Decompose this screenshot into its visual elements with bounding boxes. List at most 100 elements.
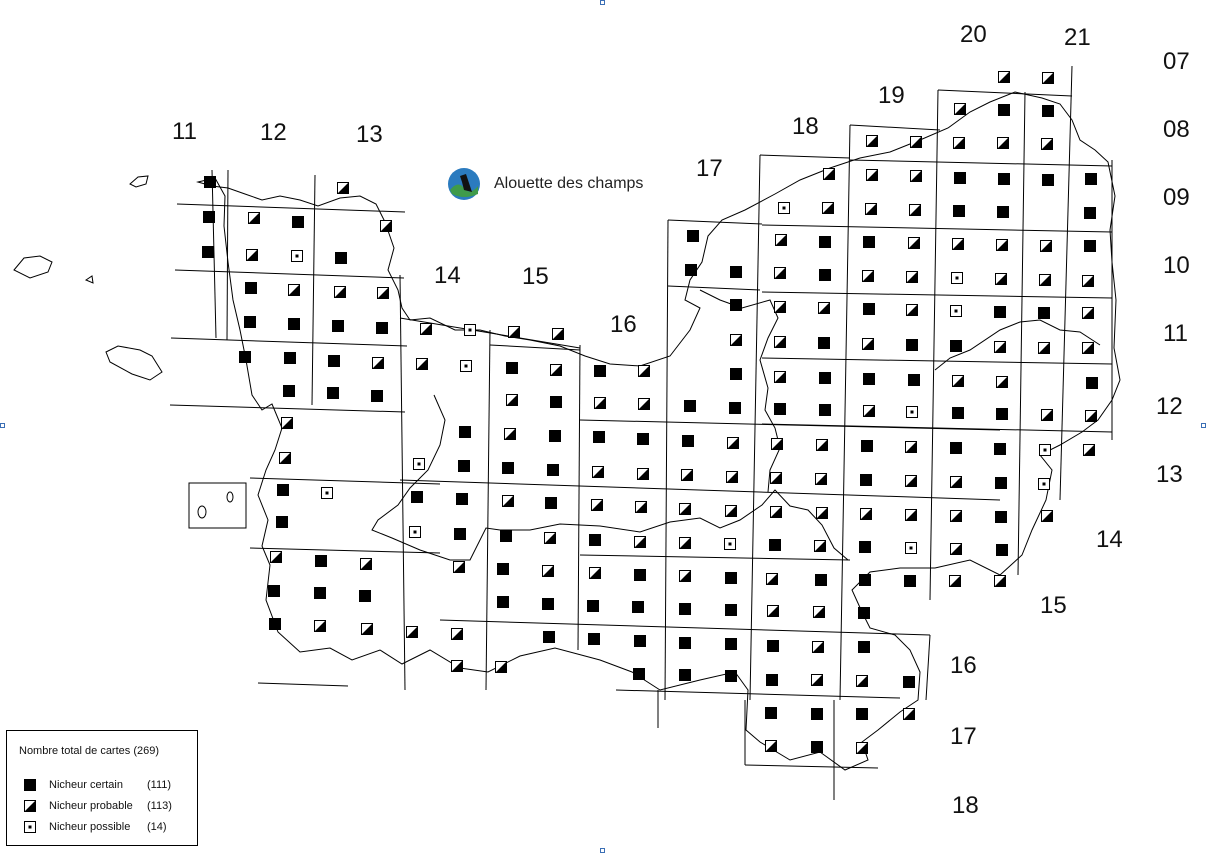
marker-probable [954,103,966,115]
marker-certain [1085,173,1097,185]
island-jersey [13,255,53,279]
marker-probable [866,169,878,181]
legend-row-probable: Nicheur probable (113) [19,795,187,816]
marker-certain [376,322,388,334]
selection-handle[interactable] [1201,423,1206,428]
marker-certain [637,433,649,445]
marker-probable [952,238,964,250]
marker-certain [811,708,823,720]
marker-probable [730,334,742,346]
marker-probable [380,220,392,232]
marker-certain [818,337,830,349]
grid-line [399,479,1001,501]
marker-certain [239,351,251,363]
marker-probable [679,503,691,515]
grid-line [176,203,406,213]
marker-probable [950,510,962,522]
marker-probable [906,304,918,316]
legend-label: Nicheur probable [49,799,133,812]
column-number-label: 14 [434,262,461,289]
island-small [84,275,94,284]
marker-certain [858,641,870,653]
marker-certain [996,408,1008,420]
marker-certain [335,252,347,264]
marker-possible [1039,444,1051,456]
marker-certain [679,603,691,615]
grid-line [761,291,1113,299]
grid-line [744,764,879,769]
marker-certain [547,464,559,476]
marker-possible [906,406,918,418]
marker-probable [997,137,1009,149]
marker-certain [277,484,289,496]
grid-line [929,89,939,601]
marker-probable [544,532,556,544]
marker-certain [908,374,920,386]
marker-certain [765,707,777,719]
grid-line [257,682,349,687]
marker-certain [679,669,691,681]
row-number-label: 11 [1163,320,1188,347]
marker-certain [863,373,875,385]
marker-certain [588,633,600,645]
marker-probable [950,543,962,555]
marker-certain [632,601,644,613]
marker-certain [725,604,737,616]
marker-probable [998,71,1010,83]
marker-probable [550,364,562,376]
marker-probable [903,708,915,720]
marker-certain [860,474,872,486]
selection-handle[interactable] [600,848,605,853]
marker-possible [905,542,917,554]
marker-certain [371,390,383,402]
marker-certain [725,670,737,682]
marker-probable [248,212,260,224]
marker-certain [725,572,737,584]
marker-certain [998,173,1010,185]
marker-probable [822,202,834,214]
marker-possible [291,250,303,262]
marker-certain [634,569,646,581]
marker-probable [638,398,650,410]
marker-probable [766,573,778,585]
marker-certain [245,282,257,294]
marker-probable [1041,138,1053,150]
marker-possible [778,202,790,214]
marker-certain [500,530,512,542]
bird-logo-icon [448,168,480,200]
marker-certain [953,205,965,217]
marker-certain [587,600,599,612]
marker-probable [270,551,282,563]
marker-probable [905,509,917,521]
marker-probable [774,336,786,348]
marker-probable [1082,275,1094,287]
legend-total: Nombre total de cartes (269) [19,745,160,757]
marker-probable [816,439,828,451]
marker-probable [1082,307,1094,319]
marker-certain [268,585,280,597]
marker-probable [823,168,835,180]
marker-certain [549,430,561,442]
marker-certain [543,631,555,643]
marker-probable [246,249,258,261]
marker-certain [203,211,215,223]
marker-probable [953,137,965,149]
marker-certain [1084,240,1096,252]
selection-handle[interactable] [600,0,605,5]
marker-certain [542,598,554,610]
marker-probable [906,271,918,283]
marker-probable [952,375,964,387]
legend-label: Nicheur possible [49,820,131,833]
marker-probable [862,338,874,350]
marker-certain [819,236,831,248]
marker-certain [903,676,915,688]
marker-probable [594,397,606,409]
grid-line [1059,65,1073,501]
marker-certain [996,544,1008,556]
selection-handle[interactable] [0,423,5,428]
grid-line [170,337,408,347]
marker-certain [994,306,1006,318]
row-number-label: 14 [1096,526,1123,553]
marker-possible [950,305,962,317]
square-possible-icon [24,820,36,833]
